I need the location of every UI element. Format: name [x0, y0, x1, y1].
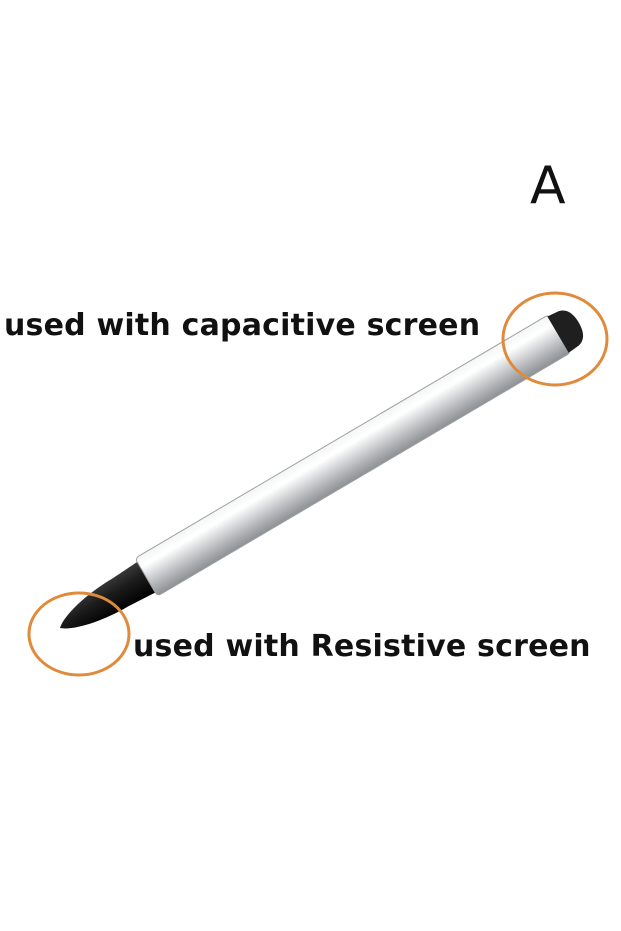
- capacitive-tip: [547, 310, 583, 353]
- resistive-tip: [60, 559, 159, 629]
- stylus-pen: [60, 310, 583, 629]
- variant-letter: A: [530, 156, 566, 216]
- capacitive-label: used with capacitive screen: [4, 308, 481, 343]
- resistive-highlight-circle: [27, 591, 131, 677]
- capacitive-highlight-circle: [501, 291, 609, 387]
- resistive-label: used with Resistive screen: [133, 629, 591, 664]
